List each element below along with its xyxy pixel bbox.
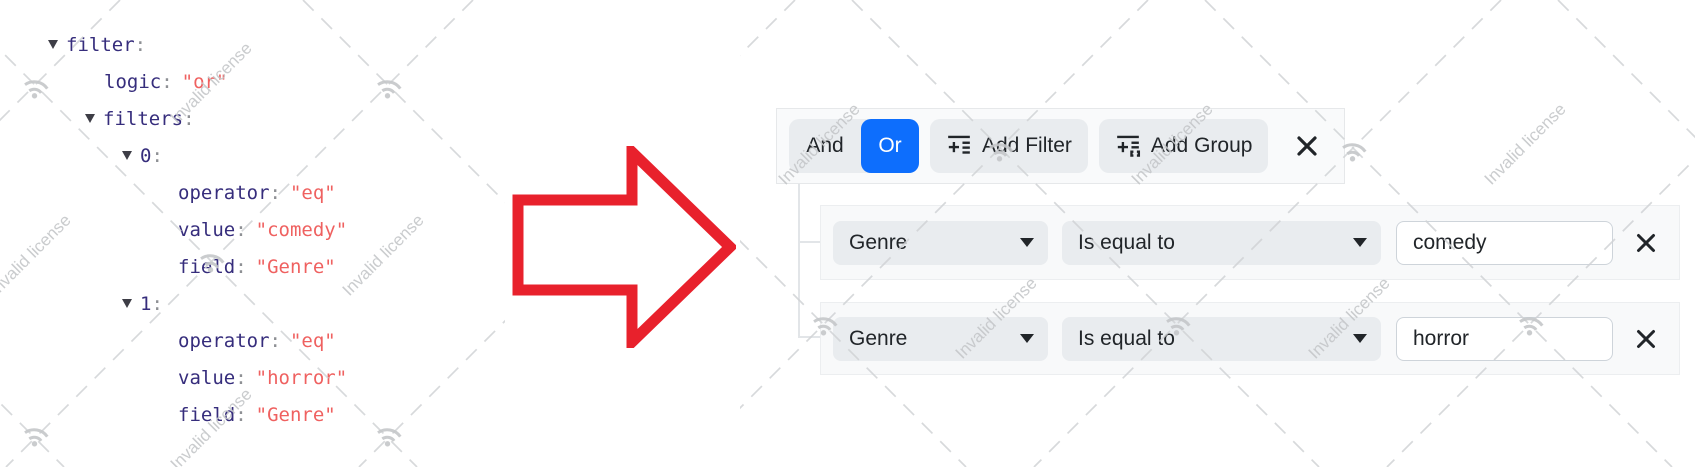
caret-down-icon	[1353, 334, 1367, 343]
collapse-triangle-icon[interactable]	[85, 114, 95, 123]
tree-row: value: "horror"	[48, 359, 347, 396]
caret-down-icon	[1353, 238, 1367, 247]
tree-row: operator: "eq"	[48, 322, 347, 359]
operator-dropdown-value: Is equal to	[1078, 326, 1175, 350]
tree-value: "eq"	[289, 329, 336, 352]
field-dropdown-value: Genre	[849, 230, 908, 254]
tree-colon: :	[151, 292, 163, 315]
tree-value: "Genre"	[255, 255, 336, 278]
add-group-button[interactable]: Add Group	[1098, 119, 1269, 173]
tree-key: filter	[66, 33, 135, 56]
tree-key: value	[178, 218, 236, 241]
tree-key: 1	[140, 292, 152, 315]
tree-colon: :	[235, 218, 247, 241]
tree-row: value: "comedy"	[48, 211, 347, 248]
tree-colon: :	[134, 33, 147, 56]
tree-key: logic	[104, 70, 162, 93]
filter-expression-row: Genre Is equal to	[820, 302, 1680, 375]
tree-value: "eq"	[289, 181, 336, 204]
tree-colon: :	[235, 255, 247, 278]
field-dropdown[interactable]: Genre	[833, 220, 1048, 265]
tree-value: "Genre"	[255, 403, 336, 426]
tree-colon: :	[235, 366, 247, 389]
tree-value: "horror"	[255, 366, 348, 389]
value-input[interactable]	[1396, 220, 1613, 265]
field-dropdown[interactable]: Genre	[833, 316, 1048, 361]
add-group-label: Add Group	[1150, 134, 1253, 157]
operator-dropdown[interactable]: Is equal to	[1062, 316, 1381, 361]
tree-value: "comedy"	[255, 218, 348, 241]
tree-colon: :	[235, 403, 247, 426]
operator-dropdown[interactable]: Is equal to	[1062, 220, 1381, 265]
filter-expression-row: Genre Is equal to	[820, 205, 1680, 280]
svg-text:Invalid license: Invalid license	[339, 211, 428, 300]
tree-row: field: "Genre"	[48, 248, 347, 285]
value-input[interactable]	[1396, 316, 1613, 361]
tree-key: 0	[140, 144, 152, 167]
svg-text:Invalid license: Invalid license	[1481, 100, 1570, 189]
tree-row: field: "Genre"	[48, 396, 347, 433]
collapse-triangle-icon[interactable]	[48, 40, 58, 49]
tree-value: "or"	[181, 70, 228, 93]
collapse-triangle-icon[interactable]	[122, 299, 132, 308]
tree-colon: :	[183, 107, 195, 130]
row1-connector	[798, 241, 820, 243]
add-filter-label: Add Filter	[982, 134, 1072, 157]
close-group-button[interactable]	[1282, 119, 1332, 173]
logic-or-button[interactable]: Or	[861, 119, 919, 173]
tree-colon: :	[161, 70, 173, 93]
operator-dropdown-value: Is equal to	[1078, 230, 1175, 254]
collapse-triangle-icon[interactable]	[122, 151, 132, 160]
tree-key: operator	[178, 329, 270, 352]
json-tree-view: filter:logic:"or"filters:0:operator:"eq"…	[48, 26, 347, 433]
add-group-icon	[1117, 135, 1140, 157]
remove-expression-button[interactable]	[1623, 312, 1669, 366]
tree-key: operator	[178, 181, 270, 204]
tree-colon: :	[269, 329, 281, 352]
caret-down-icon	[1020, 238, 1034, 247]
group-connector-vertical	[798, 184, 800, 338]
caret-down-icon	[1020, 334, 1034, 343]
logic-toggle-group: And Or	[789, 119, 919, 173]
row2-connector	[798, 336, 820, 338]
close-icon	[1637, 233, 1655, 252]
tree-row: operator: "eq"	[48, 174, 347, 211]
close-icon	[1637, 329, 1655, 348]
tree-key: value	[178, 366, 236, 389]
tree-row: filter:	[48, 26, 347, 63]
transform-arrow	[512, 146, 736, 348]
close-icon	[1297, 136, 1318, 156]
tree-key: filters	[103, 107, 184, 130]
tree-row: logic: "or"	[48, 63, 347, 100]
tree-key: field	[178, 255, 236, 278]
logic-and-button[interactable]: And	[806, 134, 844, 157]
tree-row: 0:	[48, 137, 347, 174]
tree-row: 1:	[48, 285, 347, 322]
tree-row: filters:	[48, 100, 347, 137]
filter-toolbar: And Or Add Filter	[776, 108, 1345, 184]
tree-colon: :	[151, 144, 163, 167]
add-expression-icon	[948, 135, 970, 154]
tree-key: field	[178, 403, 236, 426]
add-filter-button[interactable]: Add Filter	[930, 119, 1088, 173]
field-dropdown-value: Genre	[849, 326, 908, 350]
remove-expression-button[interactable]	[1623, 216, 1669, 270]
tree-colon: :	[269, 181, 281, 204]
